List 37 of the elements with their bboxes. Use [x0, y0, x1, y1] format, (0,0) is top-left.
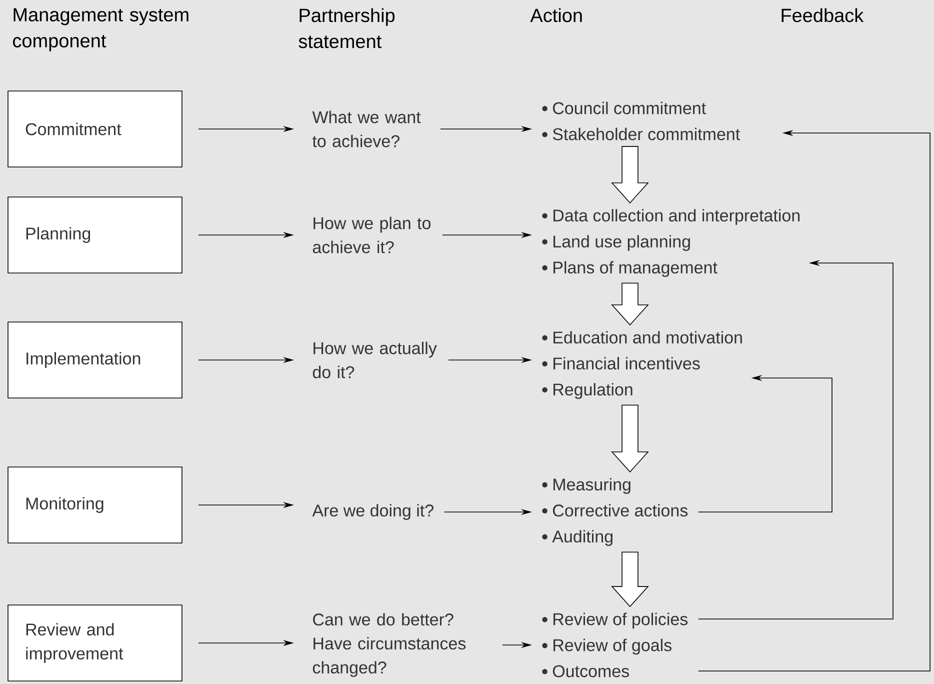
node-label: Financial incentives — [554, 357, 700, 370]
node-label: Stakeholder commitment — [552, 128, 740, 140]
node-label: Outcomes — [552, 665, 629, 678]
block-arrow — [611, 282, 649, 326]
block-arrow — [611, 552, 649, 608]
bullet-list: Council commitment Stakeholder commitment — [542, 102, 740, 140]
node-label: Data collection and interpretation — [554, 209, 800, 225]
bullet-list: Measuring Corrective actions Auditing — [542, 478, 688, 546]
bullet-list: Education and motivation Financial incentives Regulation — [542, 331, 742, 399]
question-text: How we plan to achieve it? — [312, 216, 430, 254]
column-heading: Partnership statement — [298, 8, 395, 48]
block-arrow — [611, 404, 649, 472]
question-text: Are we doing it? — [312, 504, 434, 520]
node-label: Review of policies — [554, 612, 688, 629]
node-label: Review of goals — [554, 638, 672, 655]
column-heading: Action — [530, 8, 582, 22]
question-text: Can we do better? Have circumstances changed? — [312, 613, 466, 677]
node-label: Plans of management — [554, 261, 718, 277]
node-label: Council commitment — [552, 102, 706, 114]
column-heading: Feedback — [782, 8, 864, 22]
node-label: Land use planning — [554, 235, 690, 251]
question-text: What we want to achieve? — [312, 110, 421, 148]
node-label: Education and motivation — [554, 331, 742, 344]
process-box: Commitment — [8, 90, 182, 168]
bullet-list: Review of policies Review of goals Outcomes — [542, 612, 688, 678]
question-text: How we actually do it? — [312, 342, 437, 378]
process-box: Monitoring — [8, 466, 182, 544]
node-label: Auditing — [552, 530, 612, 546]
block-arrow — [611, 146, 649, 204]
bullet-list: Data collection and interpretation Land use planning Plans of management — [542, 209, 800, 277]
process-box: Planning — [8, 196, 182, 274]
node-label: Regulation — [554, 383, 632, 399]
node-label: Measuring — [554, 478, 630, 494]
process-box: Implementation — [8, 322, 182, 398]
process-box: Review and improvement — [8, 604, 182, 682]
column-heading: Management system component — [13, 8, 188, 52]
node-label: Corrective actions — [552, 504, 688, 517]
